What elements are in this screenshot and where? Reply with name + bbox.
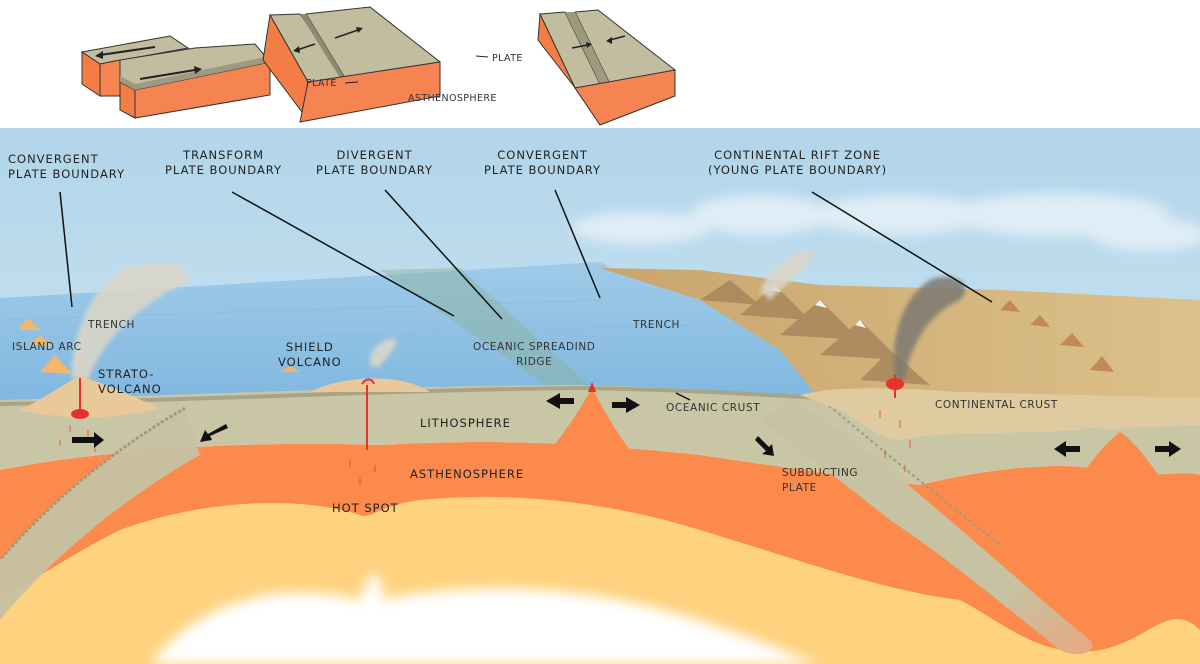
label-subducting-plate: SUBDUCTING PLATE: [782, 466, 858, 496]
label-hot-spot: HOT SPOT: [332, 501, 399, 515]
plate-boundary-insets: [80, 6, 677, 126]
label-line: PLATE: [782, 482, 817, 494]
label-line: OCEANIC SPREADIND: [473, 341, 596, 353]
convergent-boundary-block: [537, 9, 677, 126]
motion-arrows: [72, 393, 1181, 457]
label-island-arc: ISLAND ARC: [12, 341, 82, 353]
label-line: VOLCANO: [278, 355, 342, 369]
label-oceanic-crust: OCEANIC CRUST: [666, 402, 761, 414]
label-stratovolcano: STRATO- VOLCANO: [98, 367, 162, 397]
label-divergent: DIVERGENT PLATE BOUNDARY: [316, 148, 433, 178]
island-arc: [18, 318, 300, 374]
ridge-magma: [540, 388, 640, 462]
inset-asthenosphere-label: ASTHENOSPHERE: [408, 93, 497, 104]
label-line: PLATE BOUNDARY: [8, 167, 126, 181]
label-continental-crust: CONTINENTAL CRUST: [935, 399, 1058, 411]
label-line: SHIELD: [285, 340, 334, 354]
label-convergent-right: CONVERGENT PLATE BOUNDARY: [484, 148, 601, 178]
right-subducting-slab: [760, 398, 1093, 655]
label-trench-left: TRENCH: [88, 319, 136, 331]
magma-chamber-right: [886, 378, 904, 390]
label-line: (YOUNG PLATE BOUNDARY): [708, 163, 888, 177]
label-line: CONTINENTAL RIFT ZONE: [714, 148, 881, 162]
label-line: PLATE BOUNDARY: [316, 163, 434, 177]
label-line: DIVERGENT: [336, 148, 413, 162]
label-lithosphere: LITHOSPHERE: [420, 416, 511, 430]
label-shield-volcano: SHIELD VOLCANO: [278, 340, 342, 370]
label-line: SUBDUCTING: [782, 467, 859, 479]
label-line: CONVERGENT: [497, 148, 588, 162]
label-line: PLATE BOUNDARY: [484, 163, 602, 177]
label-line: RIDGE: [516, 356, 553, 368]
label-asthenosphere: ASTHENOSPHERE: [410, 467, 525, 481]
ocean: [0, 262, 820, 410]
inset-plate-label-right: PLATE: [492, 53, 523, 64]
divergent-boundary-block: [262, 6, 442, 123]
label-convergent-left: CONVERGENT PLATE BOUNDARY: [8, 152, 125, 182]
label-line: PLATE BOUNDARY: [165, 163, 283, 177]
oceanic-crust: [0, 385, 861, 406]
left-subducting-slab: [0, 408, 200, 620]
leader-lines: [59, 189, 993, 401]
label-line: VOLCANO: [98, 382, 162, 396]
clouds: [570, 193, 1200, 251]
label-transform: TRANSFORM PLATE BOUNDARY: [165, 148, 282, 178]
transform-boundary-block: [80, 35, 271, 119]
magma-chamber-left: [71, 409, 89, 419]
label-line: CONVERGENT: [8, 152, 99, 166]
label-trench-right: TRENCH: [633, 319, 681, 331]
label-continental-rift: CONTINENTAL RIFT ZONE (YOUNG PLATE BOUND…: [708, 148, 887, 178]
label-line: STRATO-: [98, 367, 155, 381]
label-line: TRANSFORM: [183, 148, 264, 162]
inset-plate-label-left: PLATE: [306, 78, 337, 89]
label-ocean-ridge: OCEANIC SPREADIND RIDGE: [473, 340, 595, 370]
